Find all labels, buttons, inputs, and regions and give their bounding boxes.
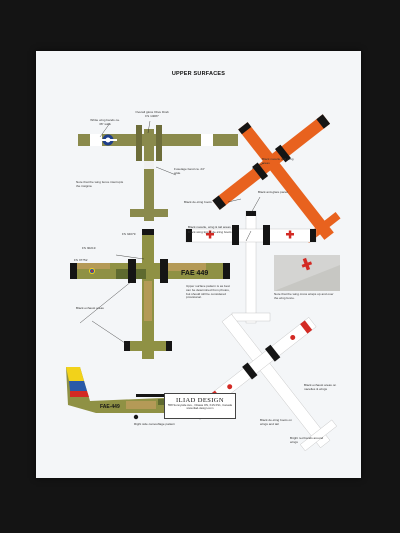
logo-web: www.iliad-design.com [186, 406, 214, 411]
note-black-glare: Black anti-glare panel [258, 190, 288, 194]
note-black-deicing: Black de-icing boots [184, 200, 212, 204]
note-red-cross: Note that the wing cross wraps up and ov… [274, 292, 334, 300]
note-fs-37752: FS 37752 [74, 258, 88, 262]
red-cross-left-icon [206, 230, 214, 239]
orange-aircraft-top-view [212, 114, 341, 243]
note-red-bands: Bright red bands around wings [290, 436, 324, 444]
note-camo-side: Right side camouflage pattern [134, 422, 176, 426]
registration-top-text: FAE 449 [181, 270, 208, 277]
leader-lines [79, 120, 265, 346]
logo-address: 558 Sunnyside Ave., Ottawa ON, K1S 0S1, … [167, 403, 232, 407]
tail-flag-red [70, 391, 89, 397]
note-wing-fence: Note that the wing fence interrupts the … [76, 180, 124, 188]
note-exhaust-left: Black exhaust areas [76, 306, 104, 310]
tail-flag-yellow [66, 367, 84, 381]
note-fs-30219: FS 30219 [82, 246, 96, 250]
note-deicing-right: Black de-icing boots on wings and tail [260, 418, 292, 426]
page-title: UPPER SURFACES [171, 71, 226, 77]
note-exhaust-right: Black exhaust areas on nacelles & wings [304, 383, 337, 391]
registration-side-text: FAE-449 [100, 404, 120, 410]
note-black-nacelle-orange: Black nacelle and wing areas [262, 157, 294, 165]
note-white-wing-bands: White wing bands ca. 36" wide [90, 118, 120, 126]
iliad-design-logo: ILIAD DESIGN 558 Sunnyside Ave., Ottawa … [164, 393, 236, 419]
red-cross-right-icon [286, 230, 294, 239]
note-overall-gloss: Overall gloss Olive Drab FS 14087 [135, 110, 169, 118]
tail-flag-blue [69, 381, 87, 391]
wing-fence-photo [274, 255, 340, 291]
note-black-nacelle-tail: Black nacelle, wing & tail areas [188, 225, 231, 229]
white-aircraft-bottom-view [206, 313, 337, 452]
white-rescue-aircraft-top-view [185, 210, 317, 324]
note-fs-34079: FS 34079 [122, 232, 136, 236]
note-upper-camo: Upper surface pattern is as best can be … [186, 284, 230, 300]
camouflage-aircraft-top-view: FAE 449 [70, 229, 230, 359]
decal-instruction-sheet: FAE 449 FAE-449 [36, 51, 361, 478]
olive-aircraft-top-view [78, 125, 238, 221]
aircraft-illustrations: FAE 449 FAE-449 [66, 114, 341, 452]
logo-name: ILIAD DESIGN [176, 397, 224, 404]
note-black-wingtips: Black wing tips & de-icing boots [188, 230, 232, 234]
note-fuselage-band: Fuselage band ca. 24" wide [174, 167, 205, 175]
